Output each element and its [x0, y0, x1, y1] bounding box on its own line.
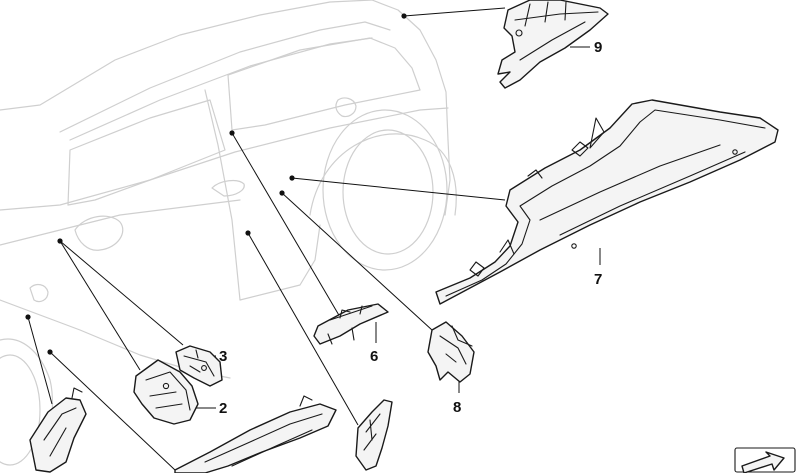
leader-dot-2-3 — [57, 238, 63, 244]
rear-wheel-inner — [342, 129, 434, 255]
leader-dot-9 — [401, 13, 407, 19]
sill-trim-detail — [204, 395, 323, 467]
part-7-inner-edge — [445, 109, 766, 297]
part-7-pin-2 — [571, 243, 577, 249]
part-3-body — [175, 345, 223, 387]
part-7-tab-2 — [499, 239, 515, 255]
leader-line-6 — [231, 132, 341, 318]
part-7-groove-2 — [559, 151, 746, 236]
leader-line-rh-trim — [247, 232, 359, 426]
part-7-body — [435, 99, 779, 305]
leader-line-8 — [281, 192, 433, 331]
part-8-bracket[interactable] — [427, 321, 475, 383]
roof-rail — [59, 21, 391, 133]
leader-lines — [25, 7, 601, 471]
leader-dot-sill — [47, 349, 53, 355]
rear-wheel-arch — [309, 133, 457, 216]
part-8-detail — [439, 325, 473, 365]
part-9-hole — [515, 29, 523, 37]
arrow-box — [734, 447, 796, 473]
part-9-rib — [514, 11, 599, 21]
part-6-body — [313, 303, 389, 345]
rear-wheel — [322, 109, 448, 271]
sill-trim-body — [174, 403, 337, 473]
part-2-bracket[interactable] — [133, 359, 199, 425]
part-9-rib-3 — [519, 21, 586, 61]
callout-6: 6 — [370, 348, 378, 365]
door-seam — [0, 199, 241, 246]
part-3-detail — [183, 349, 215, 377]
part-7-pin — [732, 149, 738, 155]
part-7-clip-2 — [571, 141, 589, 157]
part-sill-trim[interactable] — [174, 395, 337, 473]
rear-lower-body — [239, 224, 321, 301]
part-2-hole — [162, 382, 170, 390]
rh-trim-detail — [363, 413, 381, 451]
part-7-tab — [589, 117, 605, 149]
part-2-body — [133, 359, 199, 425]
callout-2: 2 — [219, 400, 227, 417]
leader-dot-rh-trim — [245, 230, 251, 236]
front-wheel — [0, 354, 41, 466]
lh-trim-detail — [43, 387, 83, 457]
part-6-clip[interactable] — [313, 303, 389, 345]
rear-quarter — [444, 139, 451, 216]
leader-line-9 — [403, 7, 506, 17]
part-3-clip[interactable] — [175, 345, 223, 387]
part-7-trim-panel[interactable] — [435, 99, 779, 305]
leader-line-2 — [59, 240, 141, 371]
front-door-window — [67, 99, 226, 206]
arrow-icon — [741, 451, 785, 473]
callout-7: 7 — [594, 271, 602, 288]
leader-line-7 — [291, 177, 506, 201]
callout-3: 3 — [219, 348, 227, 365]
lh-trim-body — [29, 397, 87, 473]
part-6-leg — [327, 327, 355, 345]
belt-line — [0, 107, 449, 211]
leader-dot-7 — [289, 175, 295, 181]
callout-9: 9 — [594, 39, 602, 56]
roof-line — [0, 0, 449, 141]
b-pillar — [204, 89, 241, 301]
part-2-detail — [145, 371, 191, 411]
leader-dot-8 — [279, 190, 285, 196]
part-7-clip — [469, 261, 485, 277]
part-3-hole — [201, 365, 207, 371]
part-rh-trim[interactable] — [355, 399, 393, 471]
part-lh-trim[interactable] — [29, 387, 87, 473]
leader-line-sill — [49, 351, 176, 471]
part-6-top — [329, 305, 373, 321]
rear-side-window — [227, 37, 421, 131]
leader-line-lh-trim — [27, 316, 53, 405]
part-7-clip-3 — [527, 169, 543, 179]
next-page-arrow[interactable] — [734, 447, 796, 473]
part-9-bracket[interactable] — [497, 0, 609, 89]
door-handle — [211, 179, 245, 197]
leader-line-3 — [59, 240, 184, 346]
part-9-rib-2 — [524, 1, 567, 27]
leader-dot-6 — [229, 130, 235, 136]
vehicle-outline — [0, 0, 457, 466]
callout-8: 8 — [453, 399, 461, 416]
side-mirror — [74, 215, 124, 251]
part-7-groove — [539, 144, 721, 221]
part-9-body — [497, 0, 609, 89]
roof-inner — [69, 37, 373, 141]
leader-dot-lh-trim — [25, 314, 31, 320]
rh-trim-body — [355, 399, 393, 471]
fuel-flap — [335, 97, 357, 118]
part-8-body — [427, 321, 475, 383]
front-marker — [29, 283, 49, 303]
